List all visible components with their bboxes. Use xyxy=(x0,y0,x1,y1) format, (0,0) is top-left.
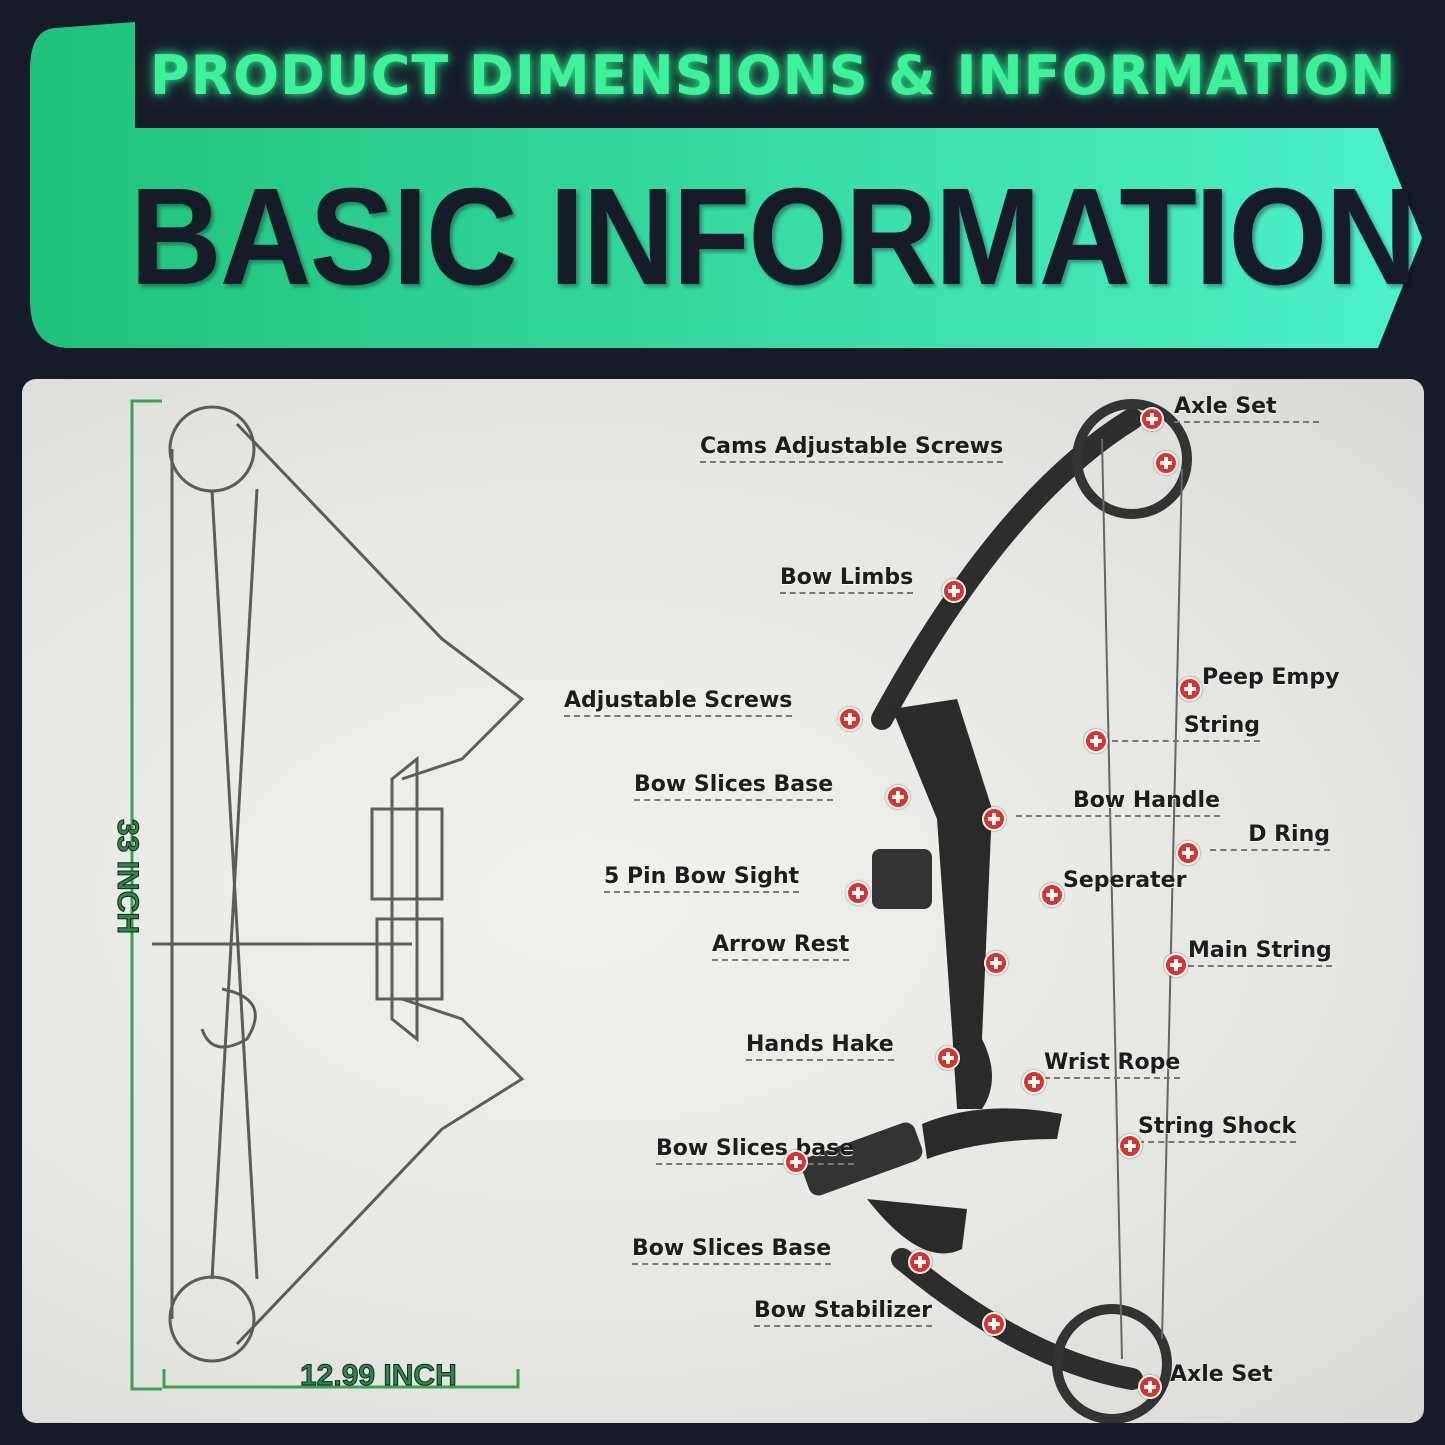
plus-marker-icon xyxy=(1140,407,1164,431)
part-label-bow-limbs: Bow Limbs xyxy=(780,565,914,594)
plus-marker-icon xyxy=(1164,953,1188,977)
part-label-seperater: Seperater xyxy=(1063,868,1187,893)
sketch-bow xyxy=(152,405,525,1363)
top-title: PRODUCT DIMENSIONS & INFORMATION xyxy=(150,44,1397,107)
plus-marker-icon xyxy=(1176,841,1200,865)
dimension-lines xyxy=(130,399,520,1391)
plus-marker-icon xyxy=(982,1312,1006,1336)
plus-marker-icon xyxy=(982,807,1006,831)
plus-marker-icon xyxy=(1118,1134,1142,1158)
width-dimension-label: 12.99 INCH xyxy=(300,1359,458,1393)
bow-diagram-graphics xyxy=(130,399,1192,1423)
part-label-adjustable-screws: Adjustable Screws xyxy=(564,688,793,717)
part-label-hands-hake: Hands Hake xyxy=(746,1032,894,1061)
part-label-wrist-rope: Wrist Rope xyxy=(1044,1050,1181,1079)
part-label-bow-stabilizer: Bow Stabilizer xyxy=(754,1298,933,1327)
part-label-5-pin-bow-sight: 5 Pin Bow Sight xyxy=(604,864,800,893)
part-label-string: String xyxy=(1112,713,1260,742)
photo-bow xyxy=(801,399,1192,1423)
plus-marker-icon xyxy=(846,881,870,905)
part-label-bow-slices-base-2: Bow Slices base xyxy=(656,1136,855,1165)
header-banner xyxy=(30,22,1430,348)
plus-marker-icon xyxy=(1022,1070,1046,1094)
part-label-axle-set-top: Axle Set xyxy=(1174,394,1319,423)
plus-marker-icon xyxy=(942,579,966,603)
part-label-peep-empy: Peep Empy xyxy=(1202,665,1340,690)
plus-marker-icon xyxy=(1040,883,1064,907)
plus-marker-icon xyxy=(1178,677,1202,701)
part-label-string-shock: String Shock xyxy=(1138,1114,1297,1143)
height-dimension-label: 33 INCH xyxy=(111,819,145,935)
part-label-cams-adjustable-screws: Cams Adjustable Screws xyxy=(700,434,1004,463)
plus-marker-icon xyxy=(1084,729,1108,753)
plus-marker-icon xyxy=(984,951,1008,975)
part-label-arrow-rest: Arrow Rest xyxy=(712,932,850,961)
part-label-bow-slices-base-3: Bow Slices Base xyxy=(632,1236,832,1265)
plus-marker-icon xyxy=(784,1150,808,1174)
plus-marker-icon xyxy=(1154,451,1178,475)
plus-marker-icon xyxy=(936,1046,960,1070)
part-label-bow-slices-base-1: Bow Slices Base xyxy=(634,772,834,801)
plus-marker-icon xyxy=(886,785,910,809)
part-label-axle-set-bottom: Axle Set xyxy=(1170,1362,1273,1387)
part-label-bow-handle: Bow Handle xyxy=(1016,788,1220,817)
plus-marker-icon xyxy=(838,707,862,731)
part-label-main-string: Main String xyxy=(1188,938,1332,967)
part-label-d-ring: D Ring xyxy=(1210,822,1330,851)
main-title: BASIC INFORMATION xyxy=(130,160,1417,314)
diagram-panel: 12.99 INCH 33 INCH Axle Set Cams Adjusta… xyxy=(22,379,1424,1423)
plus-marker-icon xyxy=(908,1250,932,1274)
plus-marker-icon xyxy=(1138,1375,1162,1399)
